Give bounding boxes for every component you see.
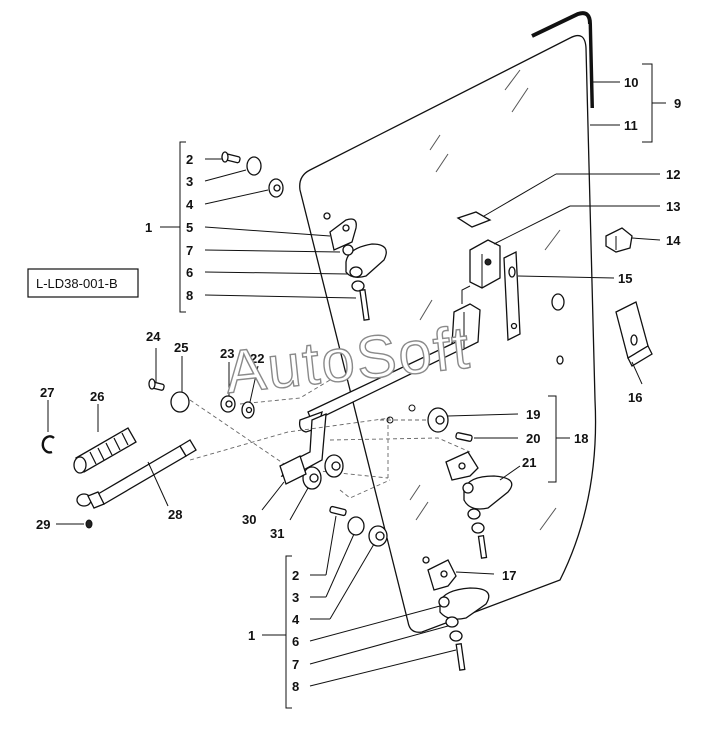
callout-9: 9 xyxy=(674,96,681,111)
hinge-bracket xyxy=(615,301,653,367)
callout-29: 29 xyxy=(36,517,50,532)
callout-3-upper: 3 xyxy=(186,174,193,189)
callout-8-upper: 8 xyxy=(186,288,193,303)
callout-14: 14 xyxy=(666,233,681,248)
callout-25: 25 xyxy=(174,340,188,355)
callout-13: 13 xyxy=(666,199,680,214)
callout-26: 26 xyxy=(90,389,104,404)
callout-labels: 1 2 3 4 5 7 6 8 9 10 11 12 13 14 15 16 1… xyxy=(36,75,681,694)
callout-5: 5 xyxy=(186,220,193,235)
reference-code-box: L-LD38-001-B xyxy=(27,268,139,298)
callout-6-lower: 6 xyxy=(292,634,299,649)
callout-6-upper: 6 xyxy=(186,265,193,280)
callout-24: 24 xyxy=(146,329,161,344)
bolt-2 xyxy=(221,151,241,164)
callout-8-lower: 8 xyxy=(292,679,299,694)
callout-27: 27 xyxy=(40,385,54,400)
callout-16: 16 xyxy=(628,390,642,405)
callout-11: 11 xyxy=(624,118,638,133)
callout-1-lower: 1 xyxy=(248,628,255,643)
callout-15: 15 xyxy=(618,271,632,286)
glass-door-panel xyxy=(299,34,597,633)
strip-plate xyxy=(503,250,521,342)
callout-23: 23 xyxy=(220,346,234,361)
callout-22: 22 xyxy=(250,351,264,366)
seal-strip xyxy=(531,11,594,113)
callout-4-lower: 4 xyxy=(292,612,300,627)
leader-lines xyxy=(47,63,666,709)
callout-2-lower: 2 xyxy=(292,568,299,583)
callout-10: 10 xyxy=(624,75,638,90)
callout-1-upper: 1 xyxy=(145,220,152,235)
callout-31: 31 xyxy=(270,526,284,541)
callout-4-upper: 4 xyxy=(186,197,194,212)
callout-28: 28 xyxy=(168,507,182,522)
callout-2-upper: 2 xyxy=(186,152,193,167)
bushings xyxy=(279,454,344,490)
middle-hinge-set xyxy=(386,404,513,559)
lower-hinge-set xyxy=(329,505,490,671)
callout-12: 12 xyxy=(666,167,680,182)
callout-3-lower: 3 xyxy=(292,590,299,605)
gas-strut-parts xyxy=(41,378,255,529)
callout-20: 20 xyxy=(526,431,540,446)
callout-21: 21 xyxy=(522,455,536,470)
clip xyxy=(605,227,633,253)
callout-18: 18 xyxy=(574,431,588,446)
callout-17: 17 xyxy=(502,568,516,583)
reference-code: L-LD38-001-B xyxy=(36,276,118,291)
callout-7-lower: 7 xyxy=(292,657,299,672)
callout-30: 30 xyxy=(242,512,256,527)
callout-19: 19 xyxy=(526,407,540,422)
callout-7-upper: 7 xyxy=(186,243,193,258)
adhesive-pad xyxy=(456,211,492,228)
upper-hinge-set xyxy=(221,151,387,321)
lock-block xyxy=(469,239,501,289)
